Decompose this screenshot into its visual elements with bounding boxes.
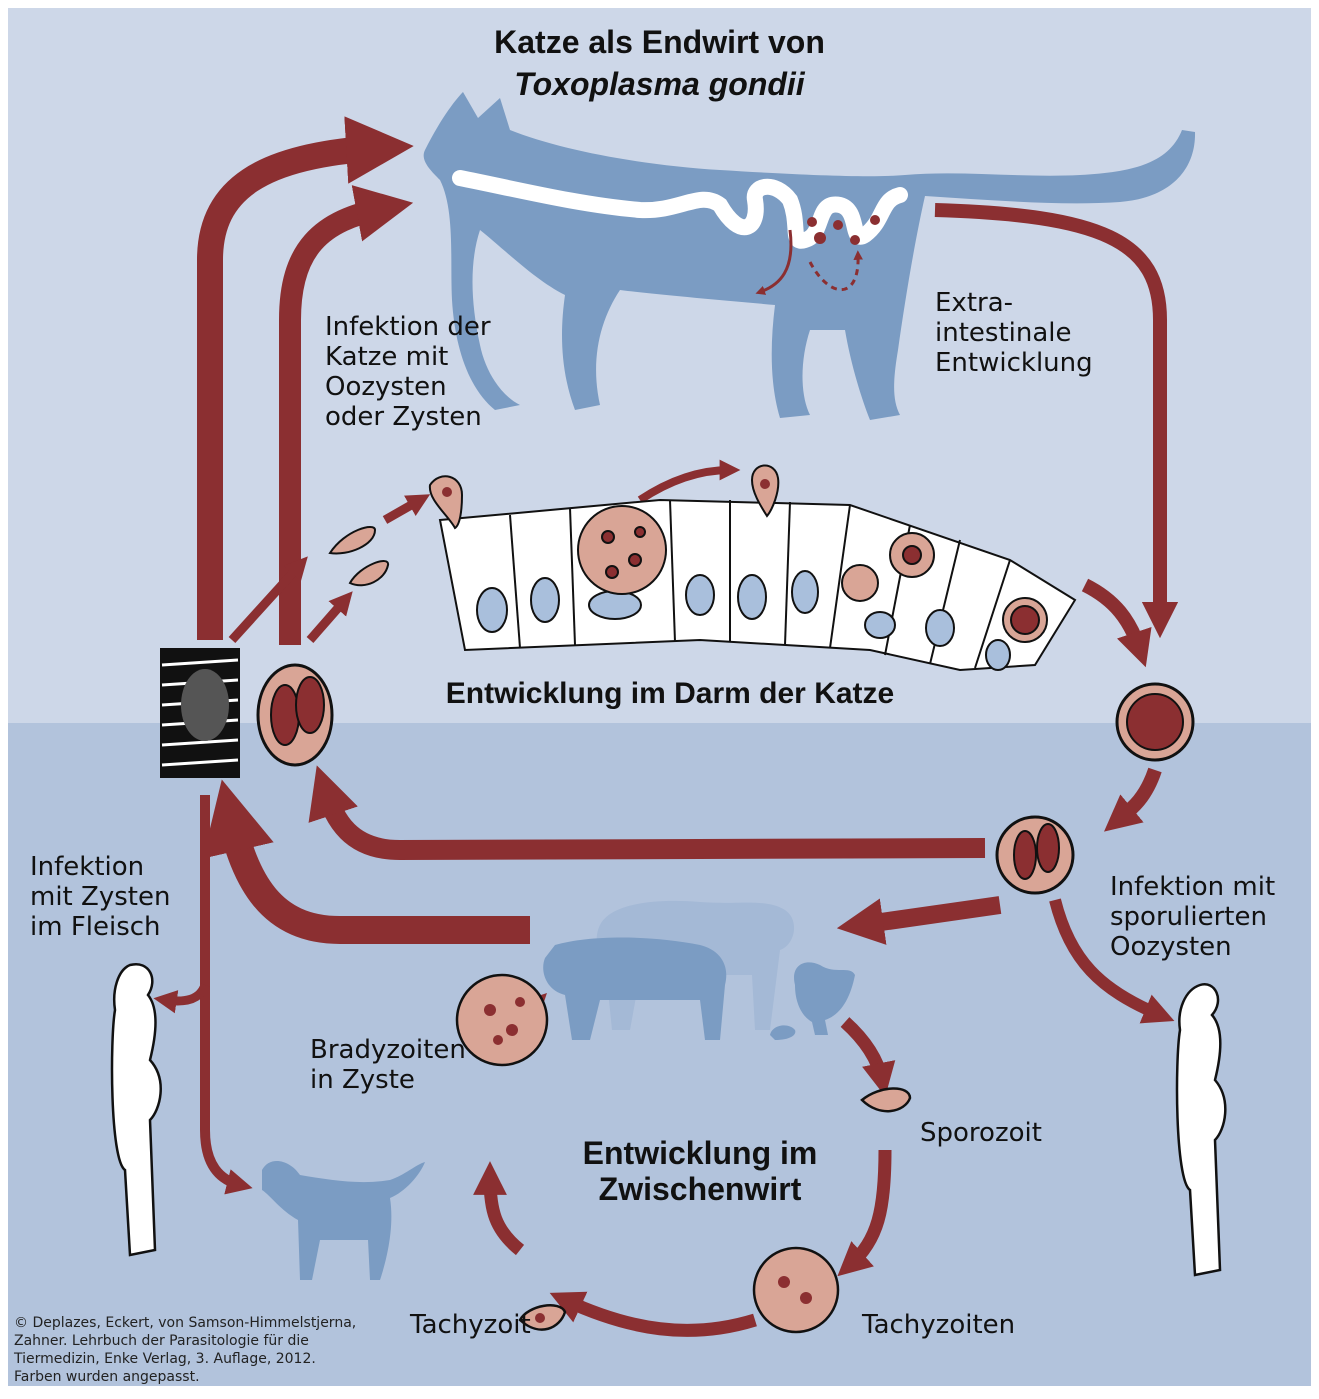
- pig-silhouette: [543, 937, 727, 1040]
- zoite-parasites: [328, 464, 780, 587]
- label-gut-development: Entwicklung im Darm der Katze: [445, 677, 895, 710]
- label-extraintestinal: Extra- intestinale Entwicklung: [935, 288, 1093, 378]
- cat-silhouette: [423, 92, 1196, 420]
- chicken-silhouette: [794, 962, 855, 1035]
- label-infection-sporulated: Infektion mit sporulierten Oozysten: [1110, 872, 1276, 962]
- intermediate-stages: [455, 973, 912, 1334]
- copyright-credit: © Deplazes, Eckert, von Samson-Himmelstj…: [14, 1315, 357, 1385]
- label-tachyzoites: Tachyzoiten: [862, 1310, 1016, 1340]
- label-sporozoite: Sporozoit: [920, 1118, 1042, 1148]
- label-bradyzoites: Bradyzoiten in Zyste: [310, 1035, 466, 1095]
- intermediate-hosts: [543, 900, 855, 1040]
- dog-silhouette: [262, 1160, 425, 1280]
- mouse-silhouette: [770, 1025, 796, 1040]
- label-infection-meat: Infektion mit Zysten im Fleisch: [30, 852, 171, 942]
- title-line-1: Katze als Endwirt von: [494, 24, 825, 60]
- oocyst-icon: [256, 663, 1195, 895]
- label-tachyzoite: Tachyzoit: [410, 1310, 531, 1340]
- pregnant-woman-icon: [110, 962, 1227, 1277]
- label-infection-cat: Infektion der Katze mit Oozysten oder Zy…: [325, 312, 491, 432]
- title-line-2: Toxoplasma gondii: [514, 66, 805, 102]
- label-intermediate-host: Entwicklung im Zwischenwirt: [582, 1135, 818, 1207]
- muscle-cyst-icon: [160, 648, 240, 778]
- intestinal-epithelium: [438, 498, 1077, 672]
